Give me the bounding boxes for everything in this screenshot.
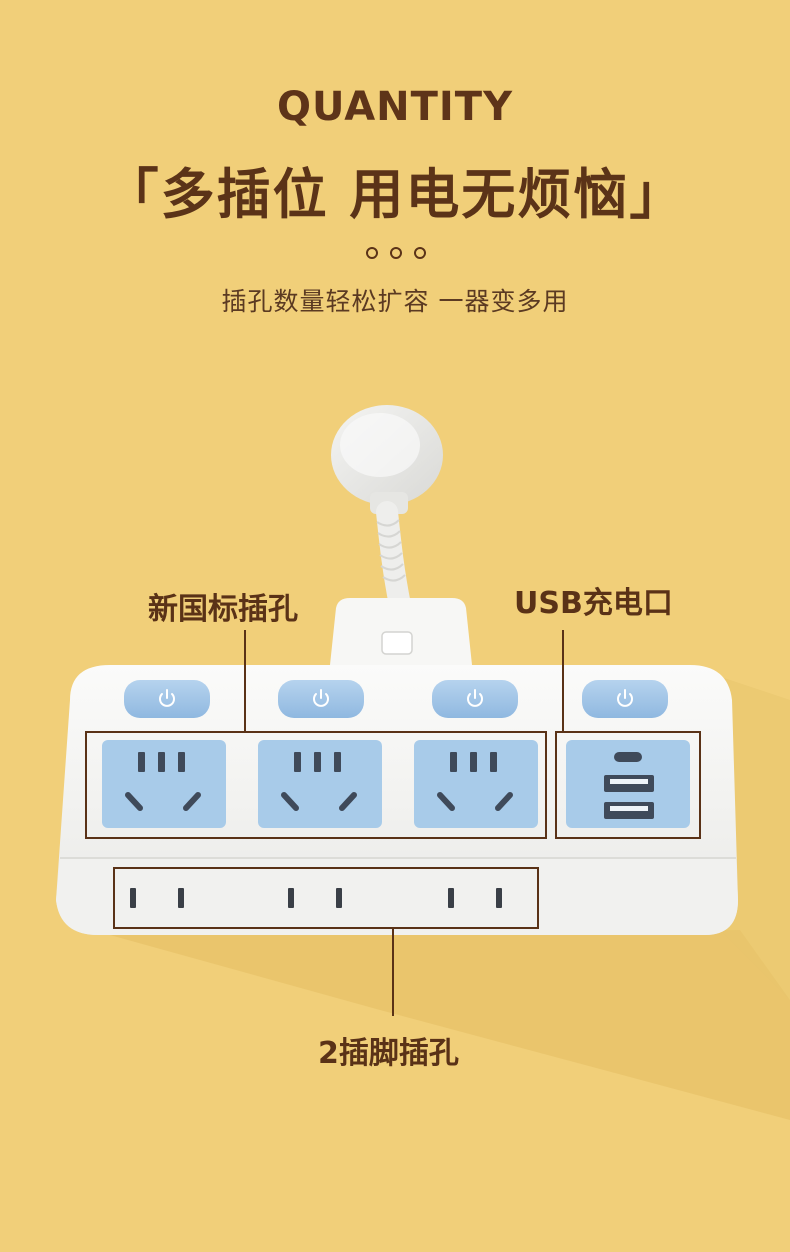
leader-line	[562, 630, 564, 732]
leader-line	[392, 928, 394, 1016]
socket-panel	[414, 740, 538, 828]
shadow	[110, 930, 790, 1120]
leader-line	[244, 630, 246, 732]
callout-usb-ports: USB充电口	[514, 586, 673, 621]
socket-panel	[102, 740, 226, 828]
callout-two-pin-sockets: 2插脚插孔	[318, 1036, 459, 1071]
main-title: 「多插位 用电无烦恼」	[104, 163, 686, 226]
callout-frames	[85, 731, 701, 929]
cord	[376, 501, 411, 616]
callout-national-sockets: 新国标插孔	[148, 592, 298, 627]
usb-panel	[566, 740, 690, 828]
subtitle: 插孔数量轻松扩容 一器变多用	[221, 287, 569, 316]
dot-icon	[414, 247, 426, 259]
eyebrow-title: QUANTITY	[276, 84, 514, 130]
power-buttons	[124, 680, 668, 718]
power-icon	[159, 689, 633, 707]
slide-switch	[381, 631, 413, 655]
usb-c-port	[614, 752, 642, 762]
divider-dots	[366, 247, 426, 261]
socket-panel	[258, 740, 382, 828]
dot-icon	[390, 247, 402, 259]
national-sockets	[102, 740, 538, 828]
two-pin-sockets	[130, 888, 502, 908]
dot-icon	[366, 247, 378, 259]
